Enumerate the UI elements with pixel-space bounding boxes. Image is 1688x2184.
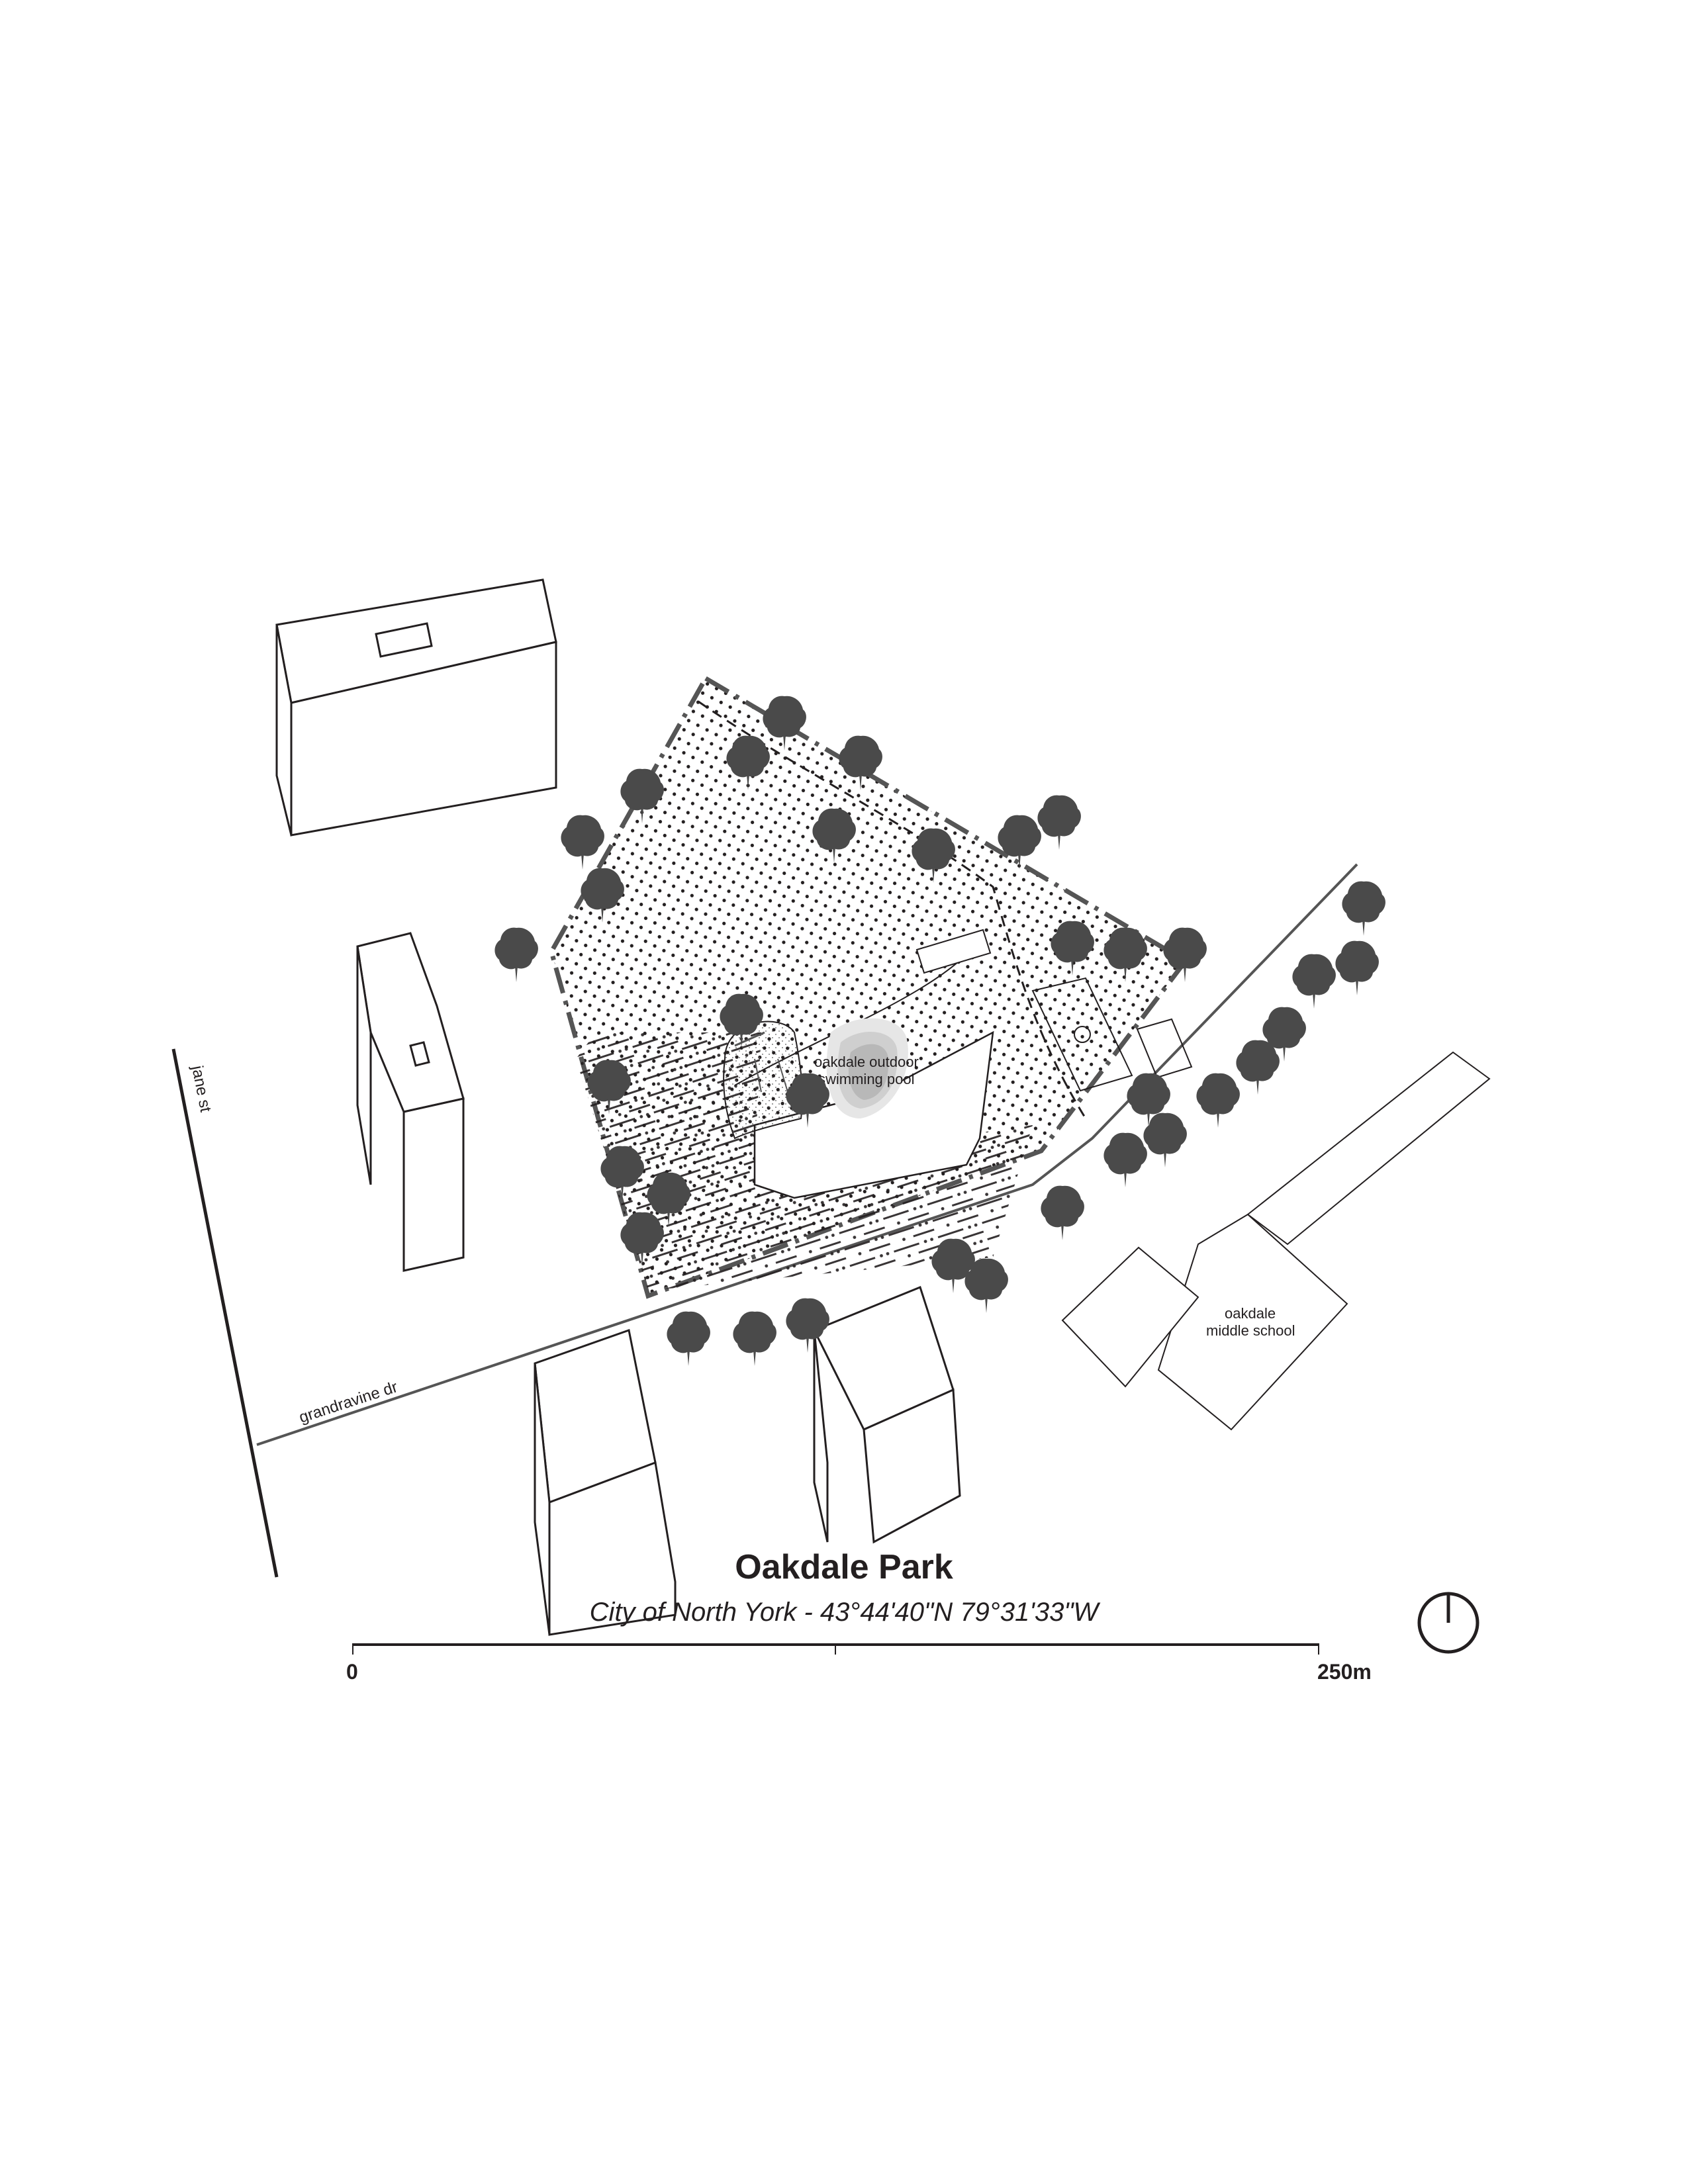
basketball-court (1031, 977, 1193, 1092)
tree-icon (667, 1311, 710, 1366)
pool-label-line2: swimming pool (818, 1071, 915, 1087)
tree-icon (1143, 1113, 1187, 1167)
residential-tower-west (356, 932, 465, 1272)
scale-end-label: 250m (1317, 1660, 1372, 1684)
park-path (698, 700, 1087, 1119)
map-subtitle: City of North York - 43°44'40"N 79°31'33… (589, 1598, 1099, 1627)
tree-icon (1196, 1073, 1240, 1128)
tree-icon (1236, 1040, 1280, 1095)
residential-tower-northwest (275, 578, 557, 837)
tree-icon (494, 927, 538, 982)
jane-st-label: jane st (188, 1064, 214, 1114)
playground (723, 1021, 803, 1140)
tree-icon (1041, 1185, 1084, 1240)
tree-icon (1335, 940, 1379, 995)
map-title: Oakdale Park (735, 1548, 953, 1586)
scale-start-label: 0 (346, 1660, 358, 1684)
jane-st-road (171, 1048, 279, 1578)
tree-icon (1292, 954, 1336, 1009)
school-label-line1: oakdale (1225, 1305, 1276, 1322)
school-label-line2: middle school (1206, 1322, 1295, 1339)
grandravine-dr-road (256, 863, 1358, 1446)
tree-icon (561, 815, 604, 870)
tree-icon (1103, 1132, 1147, 1187)
tree-icon (1342, 881, 1385, 936)
swimming-pool (826, 1018, 908, 1118)
tree-icon (1037, 795, 1081, 850)
oakdale-middle-school (1061, 1051, 1491, 1431)
residential-tower-south-2 (812, 1286, 961, 1544)
residential-tower-south-1 (534, 1329, 677, 1636)
tree-icon (733, 1311, 776, 1366)
tennis-court (915, 929, 992, 974)
pool-label-line1: oakdale outdoor (814, 1054, 919, 1070)
